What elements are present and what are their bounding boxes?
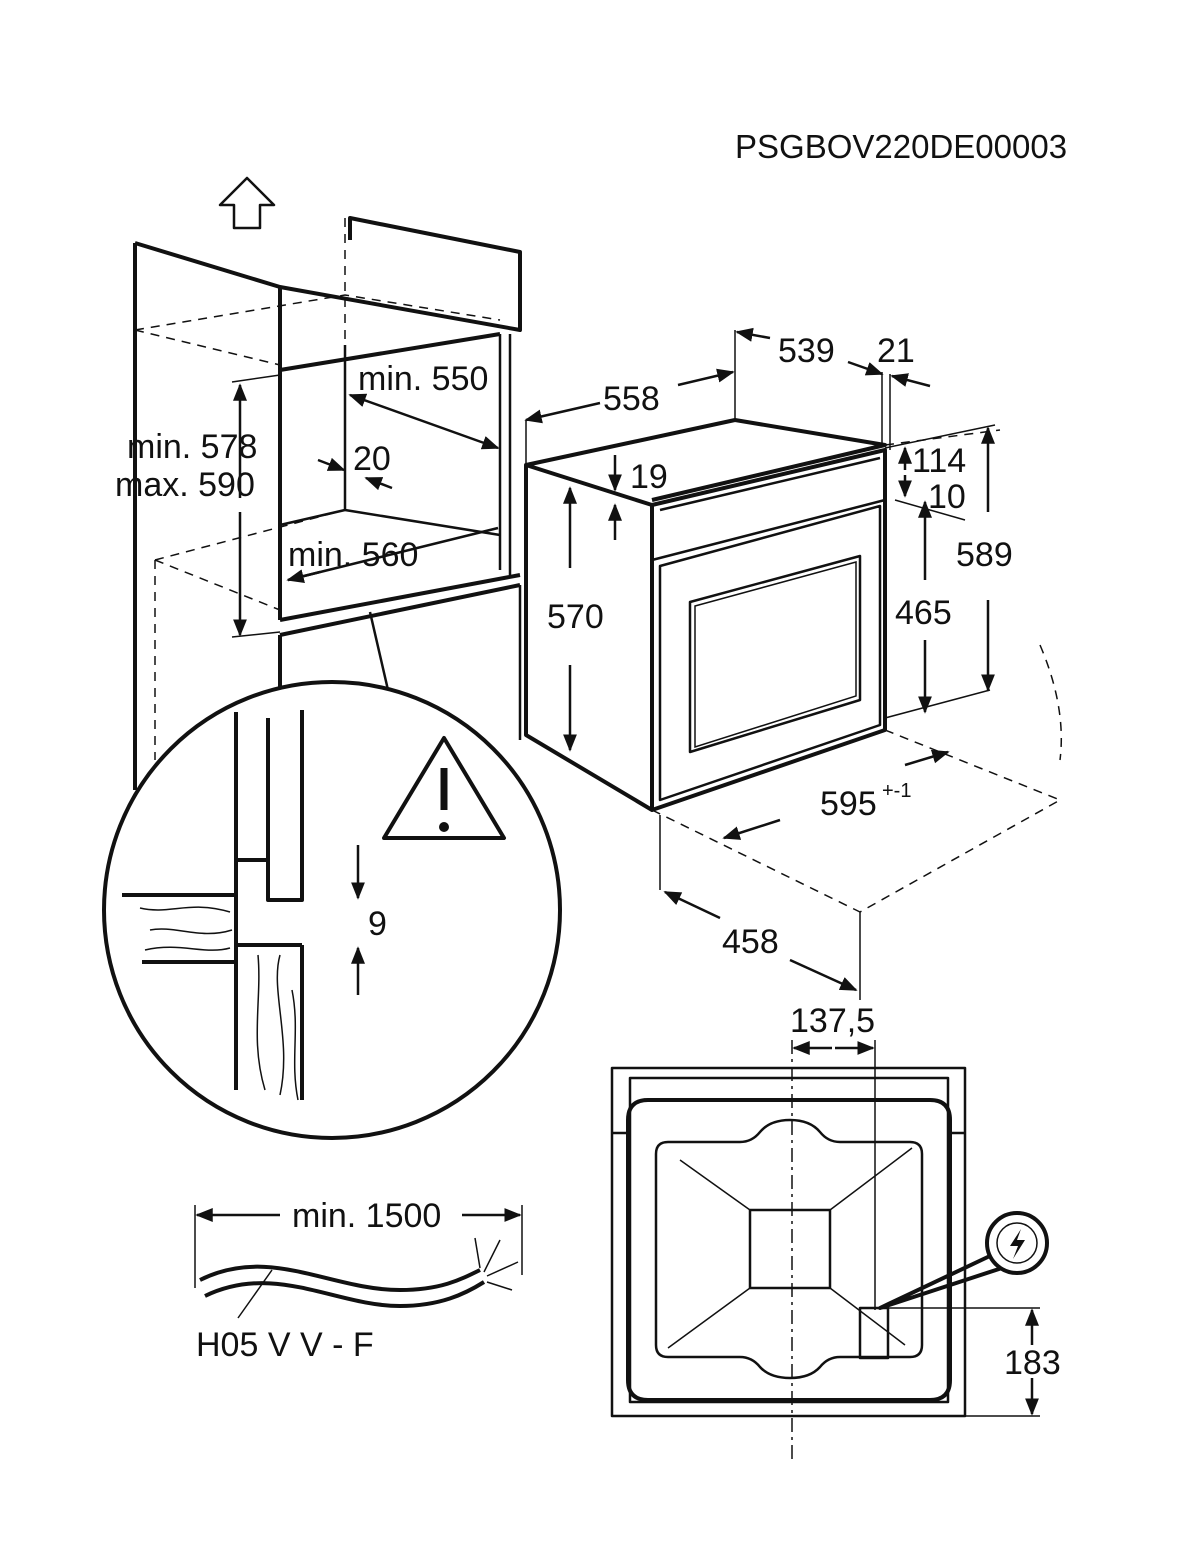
panel-gap-label: 10 (928, 478, 966, 516)
floor-gap-label: 9 (368, 905, 387, 943)
top-recess-label: 19 (630, 458, 668, 496)
niche-width-label: min. 560 (288, 536, 418, 574)
cabinet-niche (133, 176, 522, 790)
socket-offset-x-label: 137,5 (790, 1002, 875, 1040)
power-cable: min. 1500 H05 V V - F (194, 1197, 523, 1364)
front-height-label: 589 (956, 536, 1013, 574)
niche-depth-label: min. 550 (358, 360, 488, 398)
niche-dimensions: min. 578 max. 590 min. 550 20 min. 560 (115, 360, 500, 638)
front-width-tolerance: +-1 (882, 780, 911, 802)
oven-body (524, 418, 1063, 913)
warning-triangle-icon (382, 736, 506, 840)
airflow-arrow-icon (218, 176, 276, 230)
cable-type-label: H05 V V - F (196, 1326, 374, 1364)
drawing-code: PSGBOV220DE00003 (735, 128, 1067, 165)
oven-dimensions: 558 539 21 589 114 10 465 19 570 (524, 327, 1013, 1000)
oven-rear-view: 137,5 183 (610, 1002, 1061, 1460)
front-width-label: 595 (820, 785, 877, 823)
socket-offset-y-label: 183 (1004, 1344, 1061, 1382)
detail-circle: 9 (102, 680, 562, 1140)
body-width-label: 458 (722, 923, 779, 961)
niche-height-max-label: max. 590 (115, 466, 255, 504)
electric-connection-icon (985, 1211, 1049, 1275)
niche-height-label: min. 578 (127, 428, 257, 466)
door-height-label: 465 (895, 594, 952, 632)
cable-length-label: min. 1500 (292, 1197, 441, 1235)
vent-gap-label: 20 (353, 440, 391, 478)
body-height-label: 570 (547, 598, 604, 636)
oven-depth-body-label: 539 (778, 332, 835, 370)
top-offset-label: 114 (912, 442, 966, 480)
oven-depth-total-label: 558 (603, 380, 660, 418)
front-thickness-label: 21 (877, 332, 915, 370)
